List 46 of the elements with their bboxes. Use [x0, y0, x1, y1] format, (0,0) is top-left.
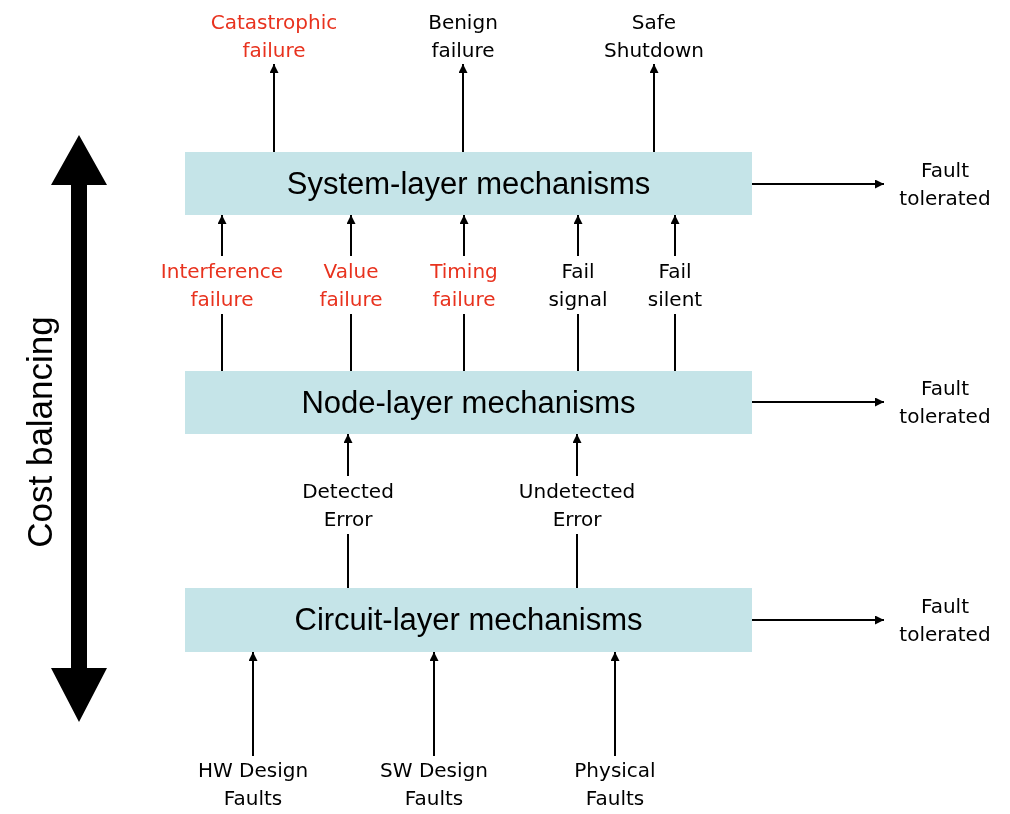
box-title: Circuit-layer mechanisms: [294, 602, 643, 638]
arrow: [751, 615, 885, 625]
connector-line: [347, 533, 349, 589]
arrow: [572, 433, 582, 477]
flow-label: SW Design Faults: [379, 757, 489, 812]
axis-label: Cost balancing: [20, 316, 60, 548]
flow-label: HW Design Faults: [196, 757, 310, 812]
flow-label: Detected Error: [301, 478, 395, 533]
connector-line: [577, 313, 579, 372]
mechanism-box: [185, 588, 752, 652]
connector-line: [463, 313, 465, 372]
mechanism-box: [185, 371, 752, 434]
arrow: [649, 63, 659, 153]
mechanism-box: [185, 152, 752, 215]
flow-label: Fail silent: [646, 258, 704, 313]
arrow: [610, 651, 620, 757]
flow-label: Value failure: [318, 258, 384, 313]
arrow: [248, 651, 258, 757]
arrow: [429, 651, 439, 757]
connector-line: [350, 313, 352, 372]
arrow: [458, 63, 468, 153]
box-title: System-layer mechanisms: [286, 165, 651, 202]
connector-line: [674, 313, 676, 372]
connector-line: [221, 313, 223, 372]
arrow: [343, 433, 353, 477]
flow-label: Physical Faults: [573, 757, 657, 812]
arrow: [670, 214, 680, 257]
box-title: Node-layer mechanisms: [301, 384, 636, 421]
flow-label: Undetected Error: [517, 478, 637, 533]
connector-line: [576, 533, 578, 589]
arrow: [573, 214, 583, 257]
flow-label: Fault tolerated: [898, 375, 992, 430]
flow-label: Safe Shutdown: [603, 9, 705, 64]
arrow: [459, 214, 469, 257]
flow-label: Timing failure: [429, 258, 499, 313]
arrow: [751, 397, 885, 407]
arrow: [751, 179, 885, 189]
flow-label: Catastrophic failure: [209, 9, 339, 64]
flow-label: Fault tolerated: [898, 593, 992, 648]
flow-label: Interference failure: [159, 258, 285, 313]
arrow: [217, 214, 227, 257]
arrow: [346, 214, 356, 257]
arrow: [269, 63, 279, 153]
flow-label: Fail signal: [547, 258, 609, 313]
flow-label: Benign failure: [427, 9, 499, 64]
flow-label: Fault tolerated: [898, 157, 992, 212]
